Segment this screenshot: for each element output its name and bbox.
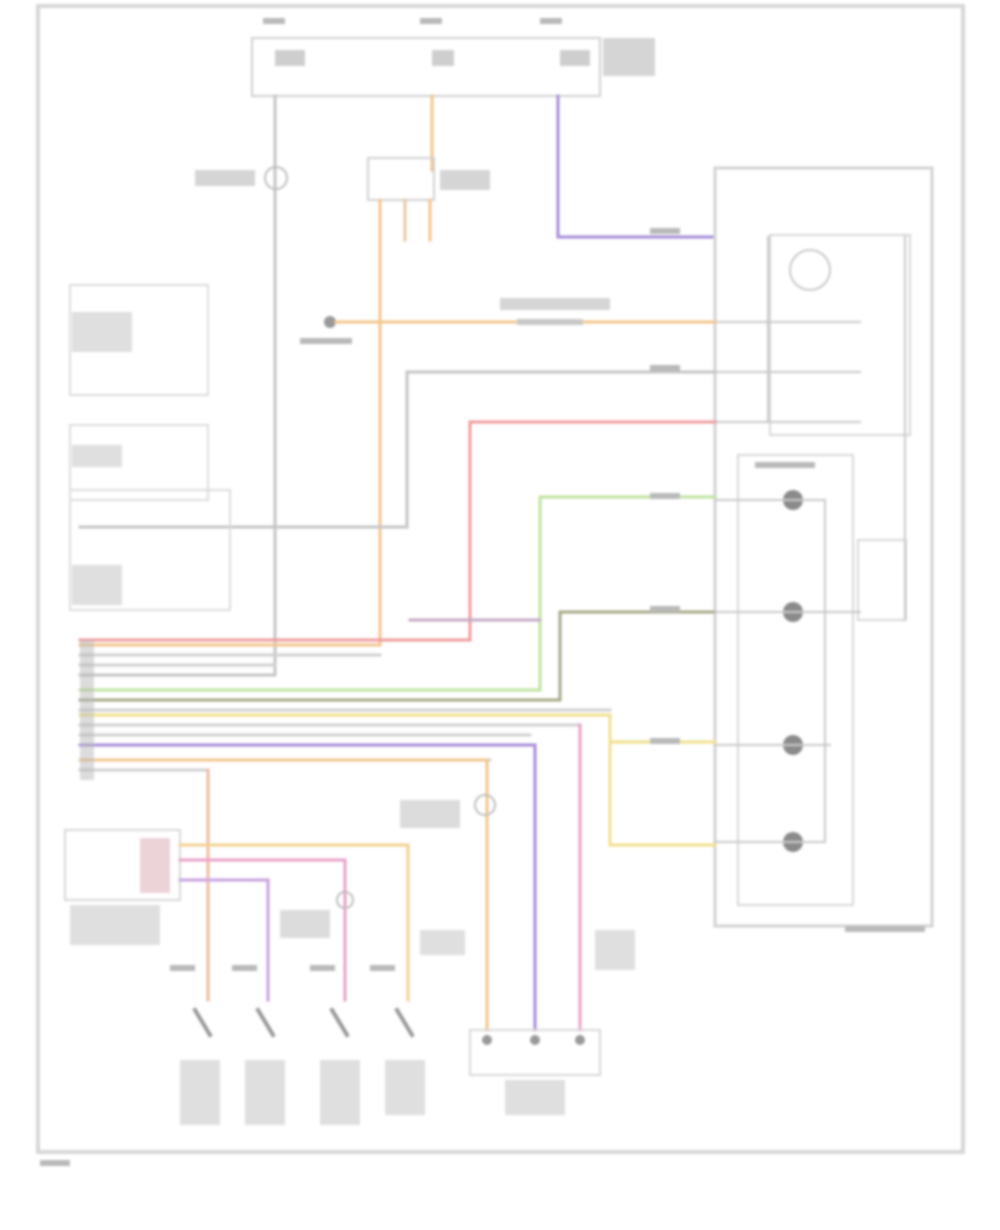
illegible-label <box>650 228 680 234</box>
illegible-label <box>432 50 454 66</box>
illegible-label <box>500 298 610 310</box>
illegible-label <box>232 965 257 971</box>
diode <box>195 166 288 190</box>
bottom-switch-relay <box>280 794 496 938</box>
illegible-label <box>560 50 590 66</box>
ground <box>300 316 352 344</box>
illegible-label <box>540 18 562 24</box>
key-switch <box>420 930 635 1115</box>
wire-purple-key <box>78 743 537 1032</box>
illegible-label <box>40 1160 70 1166</box>
illegible-label <box>80 640 94 780</box>
wire-gray-main <box>78 94 277 677</box>
door-switches <box>170 965 425 1125</box>
illegible-label <box>72 312 132 352</box>
lower-module <box>64 829 181 945</box>
wire-purple-feed <box>556 94 717 239</box>
illegible-label <box>370 965 395 971</box>
illegible-label <box>505 1080 565 1115</box>
illegible-label <box>263 18 285 24</box>
illegible-label <box>245 1060 285 1125</box>
illegible-label <box>72 565 122 605</box>
illegible-label <box>845 926 925 932</box>
illegible-label <box>400 800 460 828</box>
illegible-label <box>195 170 255 186</box>
control-unit <box>713 166 934 932</box>
illegible-label <box>70 905 160 945</box>
wire-red <box>78 420 717 642</box>
illegible-label <box>595 930 635 970</box>
illegible-label <box>300 338 352 344</box>
illegible-label <box>650 738 680 744</box>
illegible-label <box>420 18 442 24</box>
illegible-label <box>170 965 195 971</box>
fuse-block <box>251 18 655 97</box>
wire-gray-switch <box>78 370 717 529</box>
switch-group-left <box>69 284 231 611</box>
illegible-label <box>72 445 122 467</box>
illegible-label <box>603 38 655 76</box>
wire-green <box>78 495 717 692</box>
diagram-frame <box>36 4 965 1154</box>
illegible-label <box>310 965 335 971</box>
illegible-label <box>320 1060 360 1125</box>
wire-orange-harness <box>78 198 382 647</box>
wire-olive <box>78 610 717 702</box>
relay <box>367 157 490 201</box>
illegible-label <box>385 1060 425 1115</box>
illegible-label <box>275 50 305 66</box>
illegible-label <box>280 910 330 938</box>
wire-yellow <box>78 713 717 744</box>
illegible-label <box>420 930 465 955</box>
illegible-label <box>180 1060 220 1125</box>
illegible-label <box>440 170 490 190</box>
illegible-label <box>755 462 815 468</box>
illegible-label <box>650 606 680 612</box>
illegible-label <box>650 365 680 371</box>
door-lock-actuators <box>650 228 861 852</box>
illegible-label <box>650 493 680 499</box>
